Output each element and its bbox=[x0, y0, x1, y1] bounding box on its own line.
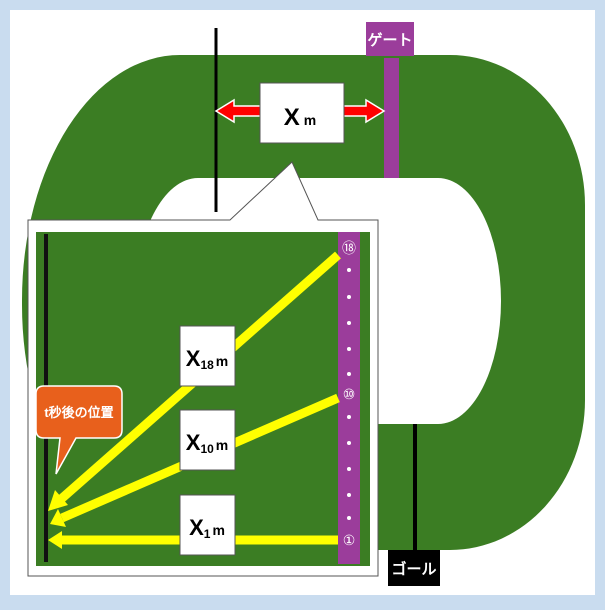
position-callout: t秒後の位置 bbox=[35, 385, 123, 475]
callout-label: t秒後の位置 bbox=[44, 405, 113, 420]
distance-box bbox=[259, 82, 345, 144]
gate-number-18: ⑱ bbox=[342, 240, 356, 256]
gate-label: ゲート bbox=[367, 31, 412, 49]
gate-label-box bbox=[366, 22, 414, 56]
gate-bar bbox=[384, 58, 399, 178]
gate-number-10: ⑩ bbox=[343, 386, 356, 402]
goal-label: ゴール bbox=[391, 560, 436, 578]
gate-number-1: ① bbox=[343, 532, 356, 548]
goal-label-box bbox=[388, 550, 440, 586]
svg-text:X1m: X1m bbox=[189, 515, 225, 541]
gate-dots bbox=[347, 268, 351, 520]
gate-column bbox=[338, 232, 360, 564]
